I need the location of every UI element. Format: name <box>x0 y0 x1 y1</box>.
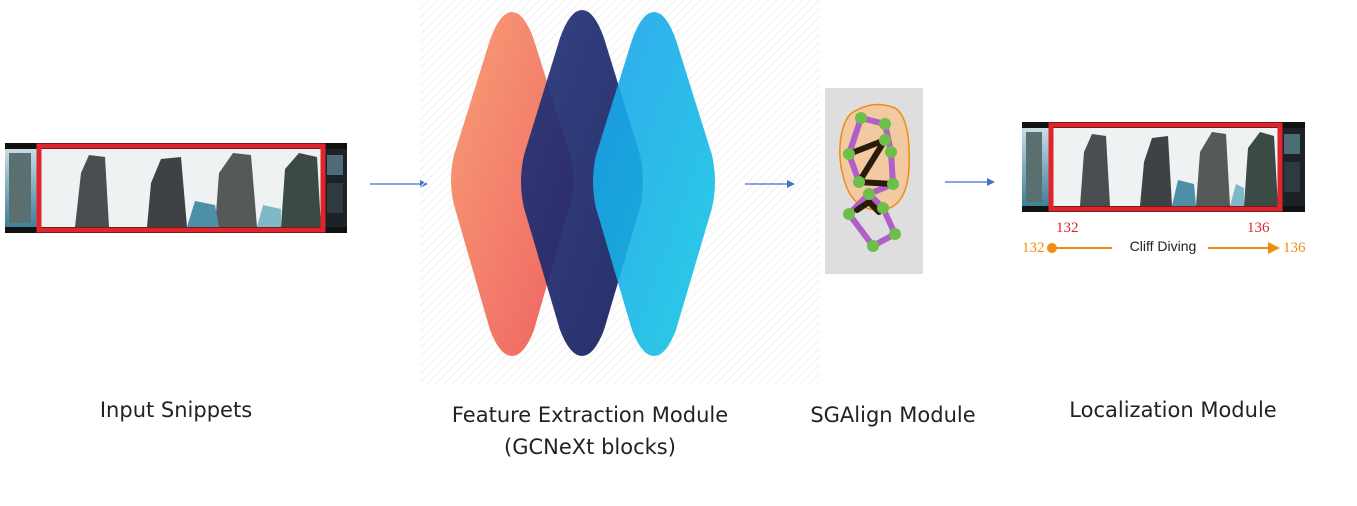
flow-arrow-3 <box>945 178 995 186</box>
feature-extraction-module <box>420 0 820 385</box>
navy-diamond <box>521 10 643 356</box>
sgalign-caption: SGAlign Module <box>810 403 976 427</box>
input-snippet-strip <box>5 143 347 233</box>
graph-icon <box>839 103 910 252</box>
cyan-diamond <box>593 12 715 356</box>
pred-right-arrow <box>1208 242 1280 254</box>
sgalign-graph-panel <box>825 88 923 274</box>
gt-start-label: 132 <box>1056 220 1079 236</box>
localization-caption: Localization Module <box>1069 398 1277 422</box>
flow-arrow-2 <box>745 180 795 188</box>
feature-caption-line1: Feature Extraction Module <box>451 403 729 427</box>
gt-end-label: 136 <box>1247 220 1270 236</box>
input-caption: Input Snippets <box>99 398 253 422</box>
output-snippet-strip <box>1022 122 1305 212</box>
pred-start-label: 132 <box>1022 240 1045 256</box>
pred-left-line <box>1047 243 1112 253</box>
action-label: Cliff Diving <box>1129 238 1197 254</box>
pred-end-label: 136 <box>1283 240 1306 256</box>
feature-caption-line2: (GCNeXt blocks) <box>504 435 676 459</box>
feature-diamond-icons <box>420 0 820 385</box>
